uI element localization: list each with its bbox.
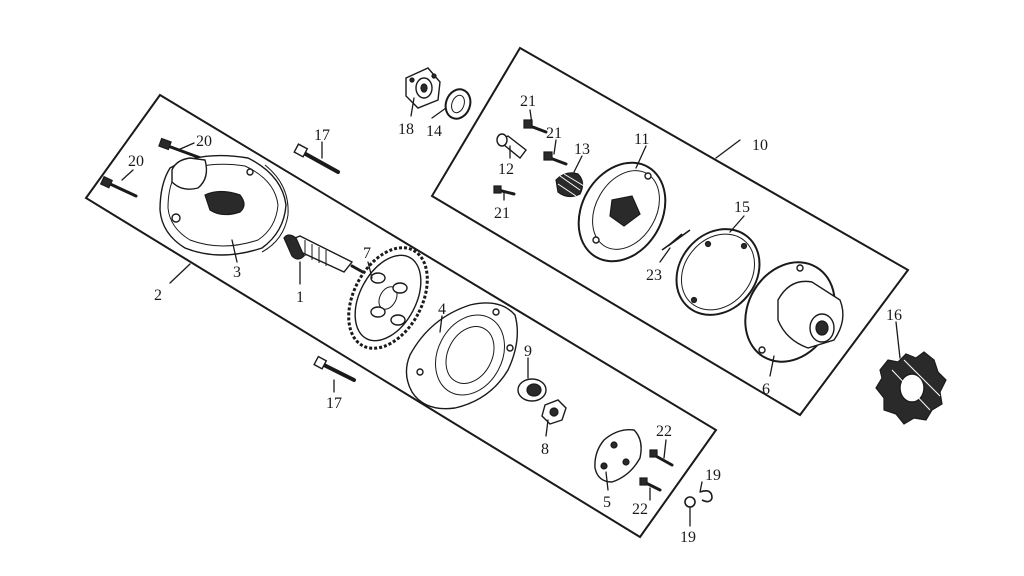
callout-5: 5: [603, 494, 611, 511]
housing-6: [744, 261, 844, 363]
callout-21-bottom: 21: [494, 205, 510, 222]
pin-12: [496, 133, 527, 160]
callout-19-right: 19: [705, 467, 721, 484]
callout-20-lower: 20: [128, 153, 144, 170]
left-assembly-frame: [84, 93, 718, 539]
bolt-21-bottom: [493, 185, 516, 196]
bolt-21-middle: [543, 151, 568, 166]
spring-13: [555, 172, 585, 198]
callout-18: 18: [398, 121, 414, 138]
right-assembly-frame: [430, 46, 910, 417]
clip-19: [684, 490, 713, 508]
callout-22-upper: 22: [656, 423, 672, 440]
clip-23: [661, 229, 691, 251]
callout-2: 2: [154, 287, 162, 304]
callout-23: 23: [646, 267, 662, 284]
bolt-22-lower: [639, 477, 662, 492]
callout-11: 11: [634, 131, 649, 148]
bushing-18: [405, 67, 441, 109]
callout-3: 3: [233, 264, 241, 281]
gear-16: [875, 351, 947, 425]
callout-17-upper: 17: [314, 127, 330, 144]
callout-19-lower: 19: [680, 529, 696, 546]
bolt-20-upper: [158, 137, 208, 162]
pump-plate-5: [594, 429, 642, 483]
callout-10: 10: [752, 137, 768, 154]
bolt-20-lower: [99, 175, 138, 198]
callout-6: 6: [762, 381, 770, 398]
cover-11: [577, 161, 667, 263]
leader-lines: [121, 97, 901, 527]
gasket-15: [675, 228, 761, 316]
washer-14: [444, 88, 472, 120]
pump-rotor-9: [517, 378, 547, 402]
callout-1: 1: [296, 289, 304, 306]
callout-12: 12: [498, 161, 514, 178]
bolt-17-lower: [313, 355, 356, 382]
callout-13: 13: [574, 141, 590, 158]
callout-7: 7: [363, 245, 371, 262]
bolt-22-upper: [649, 449, 674, 467]
callout-21-middle: 21: [546, 125, 562, 142]
callout-15: 15: [734, 199, 750, 216]
drive-shaft-1: [283, 234, 372, 278]
pump-rotor-8: [541, 399, 567, 425]
callout-22-lower: 22: [632, 501, 648, 518]
callout-21-top: 21: [520, 93, 536, 110]
callout-14: 14: [426, 123, 442, 140]
callout-4: 4: [438, 301, 446, 318]
pump-cover-4: [405, 302, 518, 410]
callout-16: 16: [886, 307, 902, 324]
bolt-21-top: [523, 119, 548, 134]
pump-housing-2: [159, 154, 289, 256]
bolt-17-upper: [293, 143, 340, 174]
callout-9: 9: [524, 343, 532, 360]
callout-17-lower: 17: [326, 395, 342, 412]
callout-8: 8: [541, 441, 549, 458]
callout-20-upper: 20: [196, 133, 212, 150]
